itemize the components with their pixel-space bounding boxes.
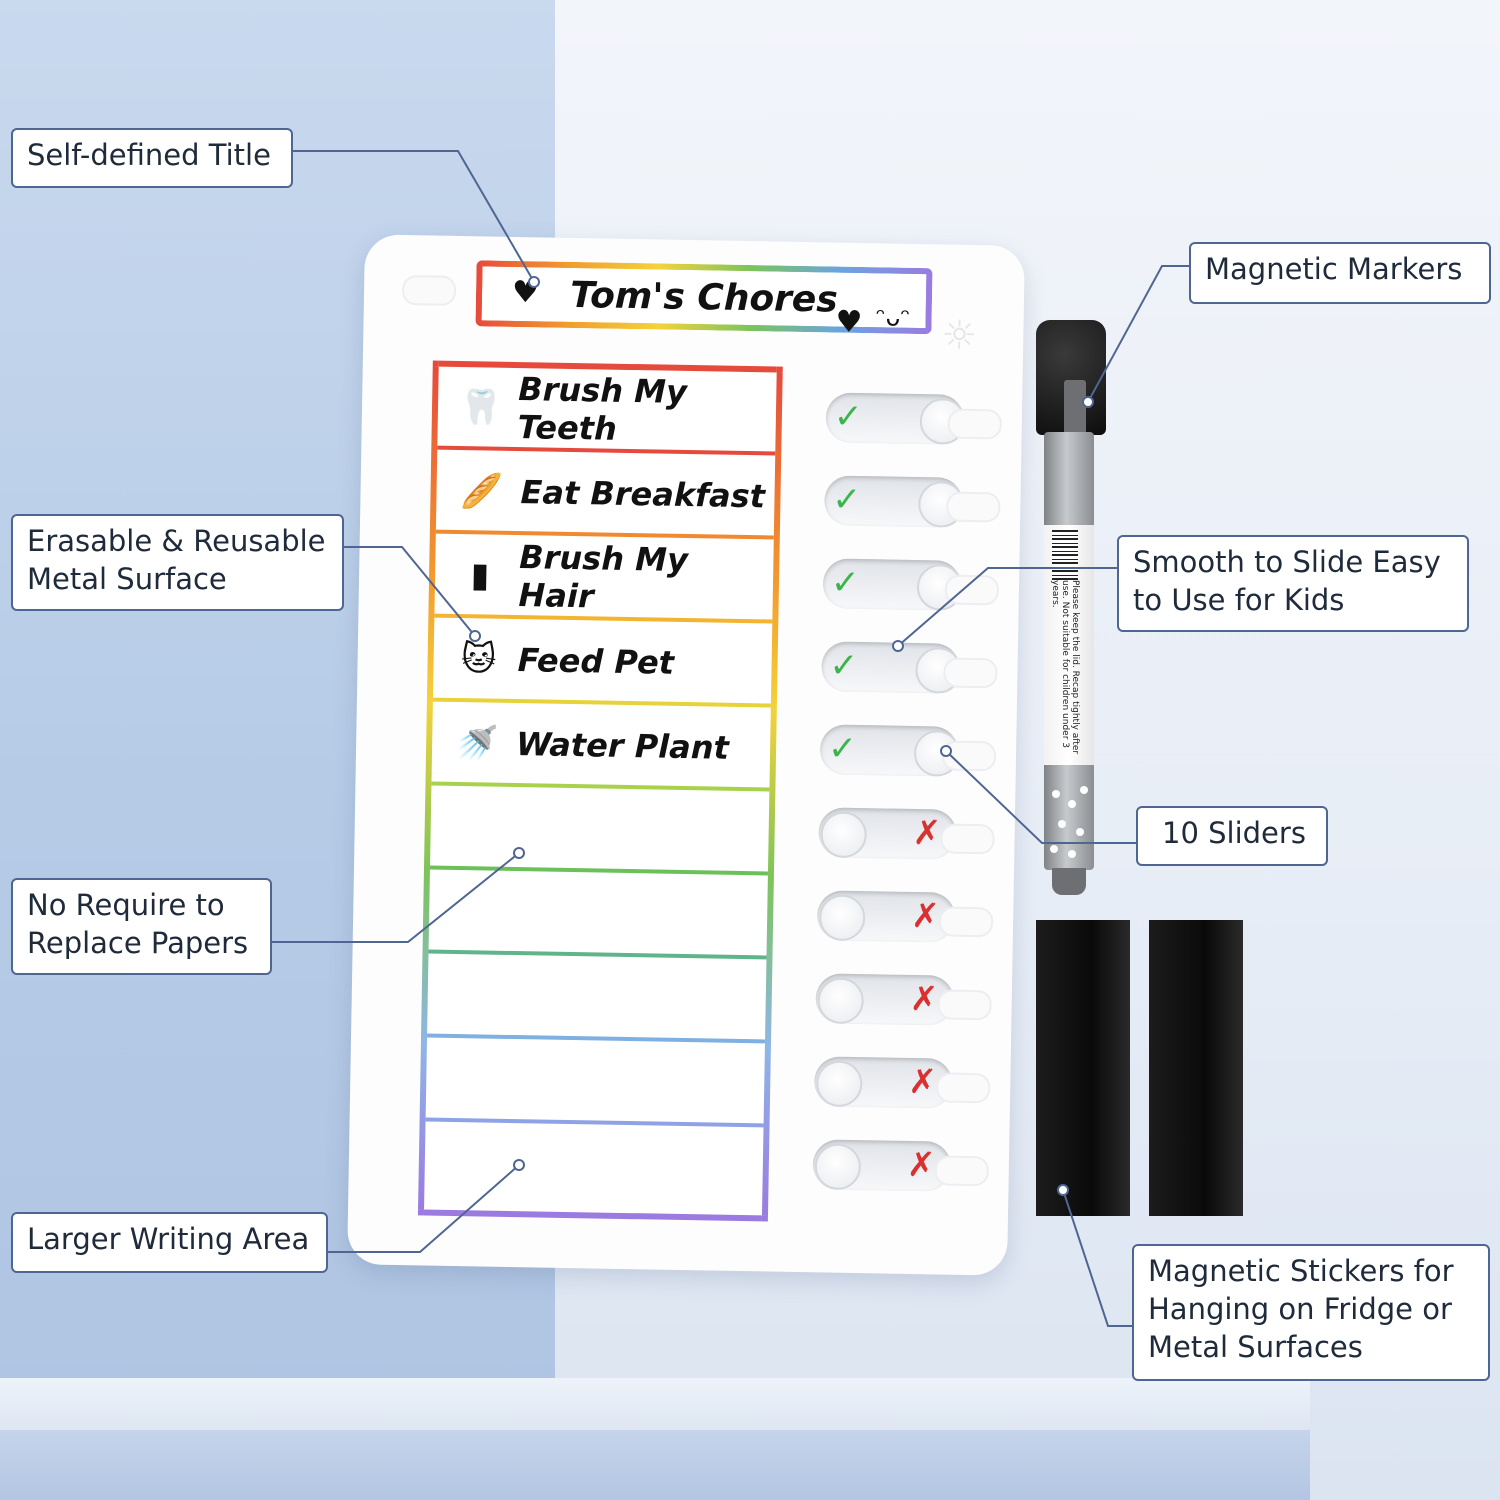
magnetic-marker: Please keep the lid. Recap tightly after… (1032, 320, 1106, 895)
callout-larger-writing-area: Larger Writing Area (11, 1212, 328, 1273)
callout-magnetic-markers: Magnetic Markers (1189, 242, 1491, 304)
callout-no-replace-papers: No Require to Replace Papers (11, 878, 272, 975)
callout-self-defined-title: Self-defined Title (11, 128, 293, 188)
shelf-front (0, 1430, 1310, 1500)
marker-tip (1052, 868, 1086, 895)
callout-ten-sliders: 10 Sliders (1136, 806, 1328, 866)
callout-magnetic-stickers: Magnetic Stickers for Hanging on Fridge … (1132, 1244, 1490, 1381)
barcode-icon (1052, 530, 1078, 580)
marker-label-text: Please keep the lid. Recap tightly after… (1050, 580, 1080, 755)
shelf-top (0, 1378, 1310, 1430)
magnetic-sticker (1036, 920, 1130, 1216)
callout-smooth-slide: Smooth to Slide Easy to Use for Kids (1117, 535, 1469, 632)
callout-erasable-surface: Erasable & Reusable Metal Surface (11, 514, 344, 611)
magnetic-sticker (1149, 920, 1243, 1216)
marker-clip (1064, 380, 1086, 435)
